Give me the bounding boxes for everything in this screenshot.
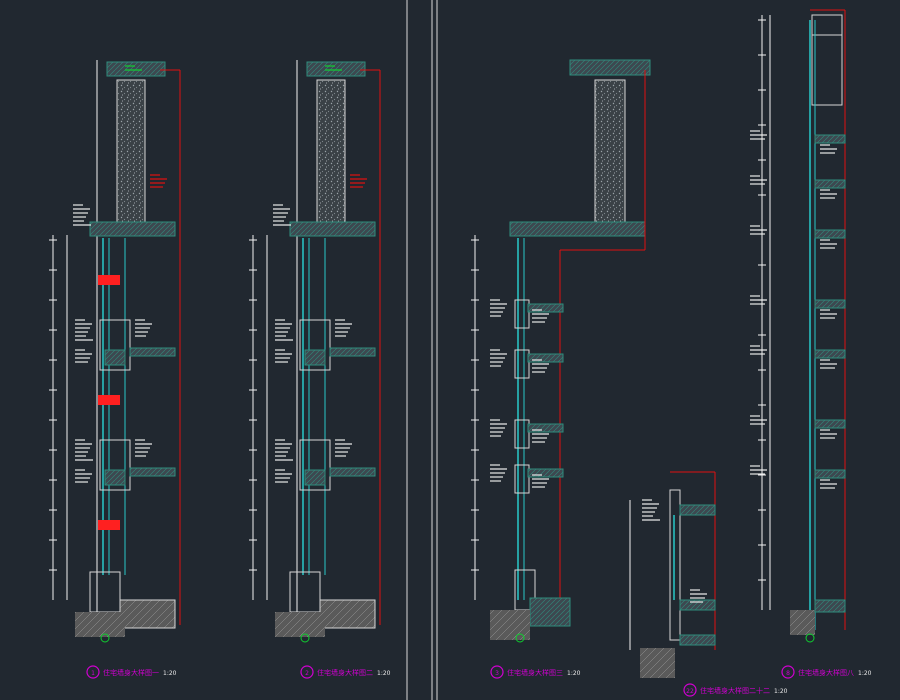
sheet-caption: 3 住宅墙身大样图三 1:20 [490,665,581,679]
detail-title: 住宅墙身大样图八 [798,668,854,677]
foundation [119,599,176,629]
beam [89,221,176,237]
axis-marker [805,633,815,643]
wall-section-details [49,9,846,678]
detail-scale: 1:20 [774,688,788,695]
detail-number-marker [490,665,504,679]
detail-scale: 1:20 [377,670,391,677]
detail-title: 住宅墙身大样图一 [103,668,159,677]
wall-section-detail [49,60,181,643]
base-frame [289,571,321,613]
window-frame [299,319,331,371]
sheet-divider [406,0,438,700]
sheet-caption: 1 住宅墙身大样图一 1:20 [86,665,177,679]
axis-marker [515,633,525,643]
balcony-slab [329,467,376,477]
wall-section-detail [471,59,651,643]
footing [814,599,846,613]
axis-marker [300,633,310,643]
wall-layer [669,489,681,641]
balcony-slab [129,347,176,357]
slab [814,419,846,429]
foundation [490,610,530,640]
slab [814,469,846,479]
sheet-caption: 2 住宅墙身大样图二 1:20 [300,665,391,679]
detail-number: 1 [91,670,95,677]
wall-section-detail [249,60,381,643]
detail-number-marker [300,665,314,679]
foundation [640,648,675,678]
parapet [811,14,843,36]
detail-number-marker [86,665,100,679]
slab [679,634,716,646]
slab [527,353,564,363]
slab [814,299,846,309]
wall-section-detail [750,9,846,643]
detail-number: 3 [495,670,499,677]
section-tag [98,520,120,530]
balcony-slab [129,467,176,477]
detail-title: 住宅墙身大样图二十二 [700,686,770,695]
detail-number: 8 [786,670,790,677]
foundation [319,599,376,629]
roof-slab [306,61,366,77]
beam [289,221,376,237]
axis-marker [100,633,110,643]
beam [509,221,646,237]
wall-layer [811,34,843,106]
detail-title: 住宅墙身大样图三 [507,668,563,677]
detail-scale: 1:20 [163,670,177,677]
roof-slab [569,59,651,76]
footing [529,597,571,627]
slab [814,179,846,189]
window-frame [299,439,331,491]
slab [527,468,564,478]
slab [814,229,846,239]
slab [814,349,846,359]
window-frame [514,349,530,379]
balcony-slab [329,347,376,357]
section-tag [98,275,120,285]
window-frame [514,464,530,494]
slab [679,504,716,516]
window-frame [99,319,131,371]
detail-number: 2 [305,670,309,677]
sill [304,469,326,486]
roof-slab [106,61,166,77]
window-frame [514,419,530,449]
detail-number-marker [781,665,795,679]
slab [527,423,564,433]
sill [304,349,326,366]
sill [104,349,126,366]
sheet-caption: 22 住宅墙身大样图二十二 1:20 [683,683,788,697]
parapet-wall [594,79,626,226]
base-frame [89,571,121,613]
foundation [75,612,125,637]
foundation [275,612,325,637]
detail-number-marker [683,683,697,697]
sheet-caption: 8 住宅墙身大样图八 1:20 [781,665,872,679]
detail-scale: 1:20 [858,670,872,677]
slab [527,303,564,313]
wall-section-detail [629,471,716,678]
window-frame [514,299,530,329]
parapet-wall [116,79,146,226]
slab [814,134,846,144]
window-frame [99,439,131,491]
sill [104,469,126,486]
slab [679,599,716,611]
section-tag [98,395,120,405]
detail-title: 住宅墙身大样图二 [317,668,373,677]
foundation [790,610,815,635]
parapet-wall [316,79,346,226]
detail-scale: 1:20 [567,670,581,677]
detail-number: 22 [686,688,694,695]
